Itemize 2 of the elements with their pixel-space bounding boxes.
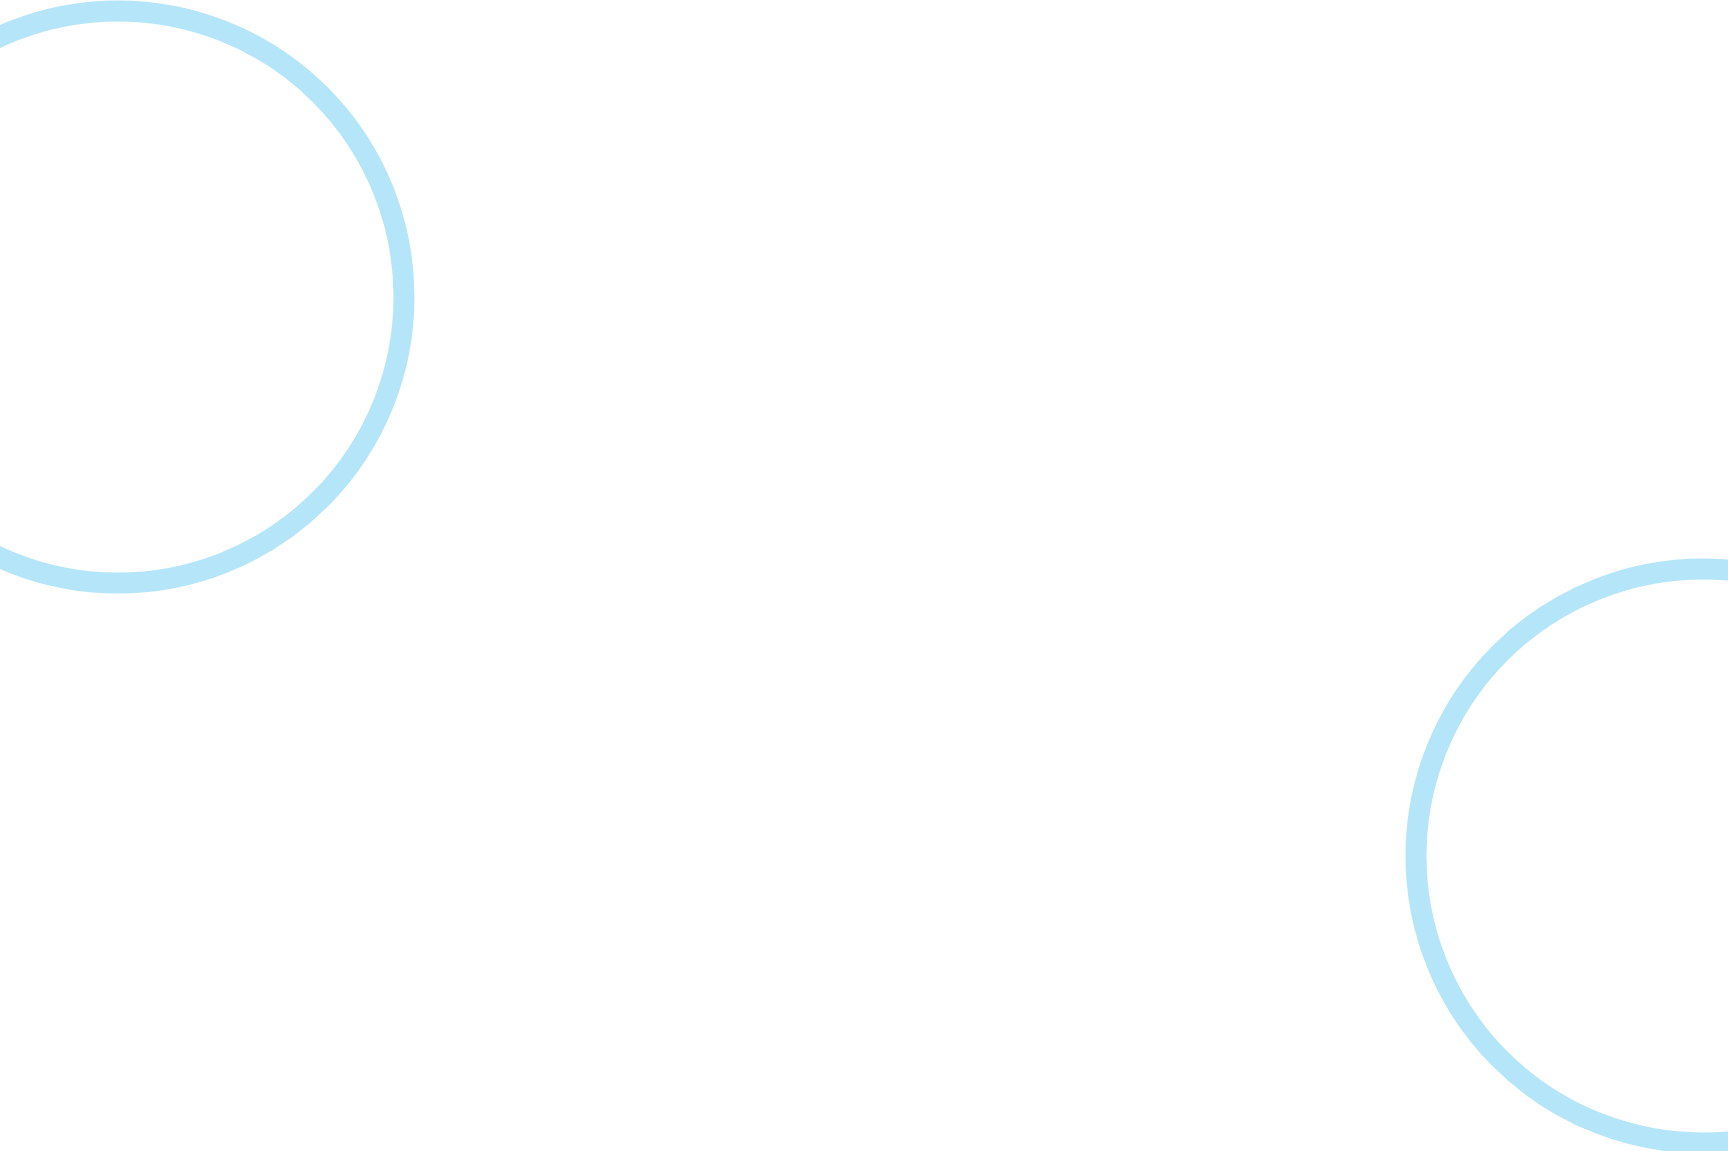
circle-outline: [1405, 558, 1728, 1151]
circle-outline: [0, 0, 415, 594]
